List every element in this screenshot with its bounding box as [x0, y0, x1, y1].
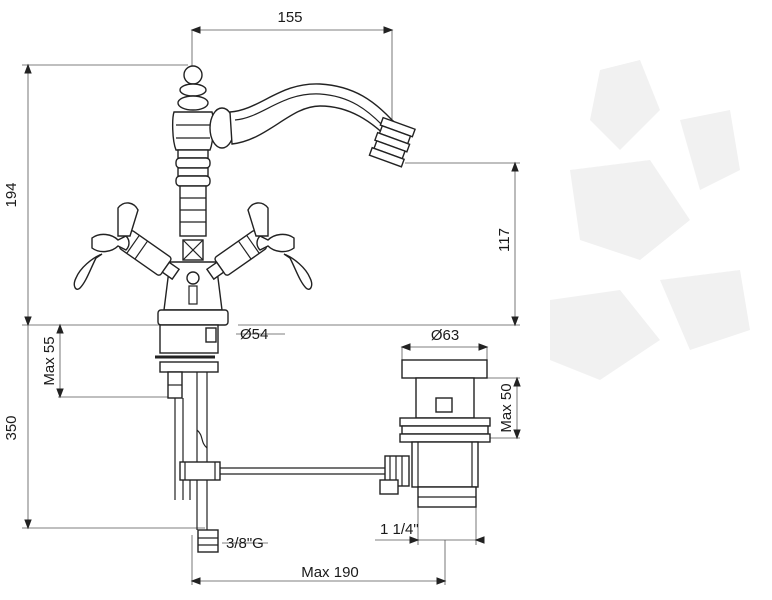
- base-diameter-label: Ø54: [240, 326, 268, 343]
- supply-thread-label: 3/8"G: [226, 535, 264, 552]
- spout-reach-label: 155: [277, 9, 302, 26]
- right-handle: [205, 202, 313, 290]
- background-watermark: [550, 60, 750, 380]
- spout: [209, 83, 416, 168]
- dimension-labels: 155 194 117 Ø54 Max 55 350 Ø63 Max 50 1 …: [3, 9, 515, 581]
- waste-max-label: Max 50: [498, 383, 515, 432]
- max-deck-label: Max 55: [41, 336, 58, 385]
- popup-rod: [179, 455, 410, 500]
- faucet-body: [157, 65, 229, 326]
- spout-height-label: 117: [496, 228, 513, 252]
- hose-length-label: 350: [3, 415, 20, 440]
- max-distance-label: Max 190: [301, 564, 359, 581]
- under-deck-fixings: [155, 324, 219, 553]
- waste-diameter-label: Ø63: [431, 327, 459, 344]
- waste-assembly: [399, 359, 491, 508]
- total-height-label: 194: [3, 182, 20, 207]
- waste-thread-label: 1 1/4": [380, 521, 419, 538]
- left-handle: [73, 202, 181, 290]
- dimension-lines: [22, 26, 521, 585]
